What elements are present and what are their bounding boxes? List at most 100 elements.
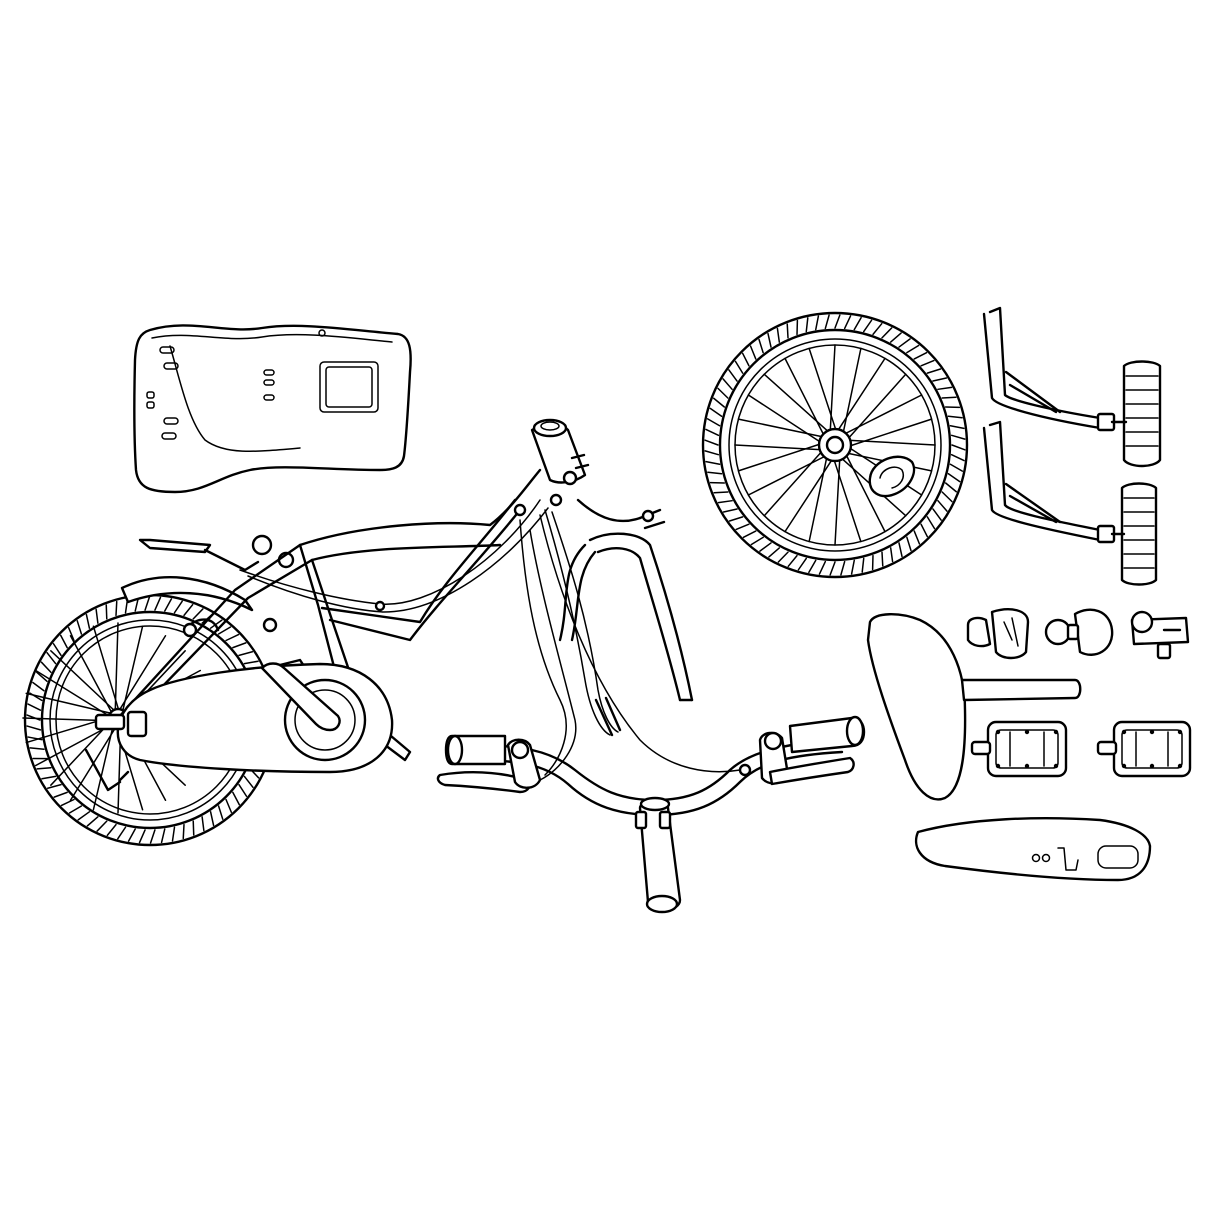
tread-mark [786,323,789,339]
tread-mark [201,816,205,832]
tread-mark [160,828,166,844]
tread-mark [238,651,254,657]
tread-mark [898,338,911,348]
spoke [834,457,841,546]
spoke [69,634,113,714]
stud [1177,763,1183,769]
tread-mark [105,604,108,620]
tread-mark [797,557,808,571]
spoke [836,357,886,432]
tread-mark [920,359,935,367]
tread-mark [853,316,862,331]
tread-mark [717,499,733,504]
rear-fender [120,576,254,612]
tread-mark [77,811,91,821]
tread-mark [840,560,846,576]
tread-mark [705,460,721,466]
tread-mark [787,554,798,568]
tread-mark [36,766,52,770]
tread-mark [707,471,723,475]
tread-mark [722,508,738,513]
spoke [734,444,823,451]
tread-mark [53,791,68,798]
tread-mark [46,651,57,665]
tread-mark [889,547,894,563]
tread-mark [32,681,45,692]
tread-mark [127,828,136,842]
stud [1053,763,1059,769]
tread-mark [776,327,781,343]
spoke [114,622,119,712]
tread-mark [217,626,232,635]
stud [995,763,1001,769]
tread-mark [750,536,764,546]
tread-mark [29,747,45,751]
tread-mark [209,811,215,827]
tread-mark [950,434,966,440]
tread-mark [76,620,83,635]
stud [995,729,1001,735]
spoke [747,454,827,496]
tread-mark [926,516,936,530]
tread-mark [27,703,42,711]
tread-mark [238,783,248,798]
tread-mark [881,327,893,339]
tread-mark [735,523,750,531]
tread-mark [225,798,233,814]
tread-mark [59,634,68,649]
tread-mark [947,472,961,483]
reflector-left [966,608,1030,660]
tread-mark [932,377,948,382]
tread-mark [949,463,964,472]
tread-mark [850,559,856,575]
tread-mark [805,317,809,333]
bike-frame-assembly [84,418,590,792]
tread-mark [906,344,920,354]
tread-mark [872,322,883,336]
front-wheel [701,311,969,579]
tread-mark [149,829,156,844]
front-fork [558,498,694,702]
tread-mark [96,820,108,832]
stud [1121,763,1127,769]
tread-mark [704,439,719,446]
tread-mark [814,315,820,331]
tread-mark [144,596,151,611]
tread-mark [734,360,744,374]
tread-mark [106,823,117,837]
pedal-right [1096,720,1192,778]
stud [1024,763,1030,769]
reflector-middle [1044,608,1114,656]
tread-mark [232,791,241,806]
spoke [784,458,834,533]
stud [1149,729,1155,735]
tread-mark [712,397,726,408]
tread-mark [171,826,176,842]
spoke [50,720,112,786]
tread-mark [937,499,948,512]
pedal-studs [995,729,1059,769]
tread-mark [950,453,965,462]
tread-mark [164,598,173,612]
spoke [842,347,862,435]
tread-mark [68,805,83,814]
tread-mark [182,823,185,840]
spoke [829,344,836,433]
tread-mark [742,530,757,539]
tread-mark [949,424,965,430]
tread-mark [759,542,772,552]
front-tire-tread [704,314,966,576]
tread-mark [67,626,75,642]
tread-mark [717,387,729,399]
stud [1149,763,1155,769]
stud [1053,729,1059,735]
tread-mark [829,561,836,576]
tread-mark [41,775,57,780]
spoke [784,357,826,437]
tread-mark [115,600,118,617]
tread-mark [60,798,75,807]
tread-mark [40,661,52,674]
spoke [843,394,923,436]
pedal-studs [1121,729,1183,769]
tread-mark [217,805,224,820]
